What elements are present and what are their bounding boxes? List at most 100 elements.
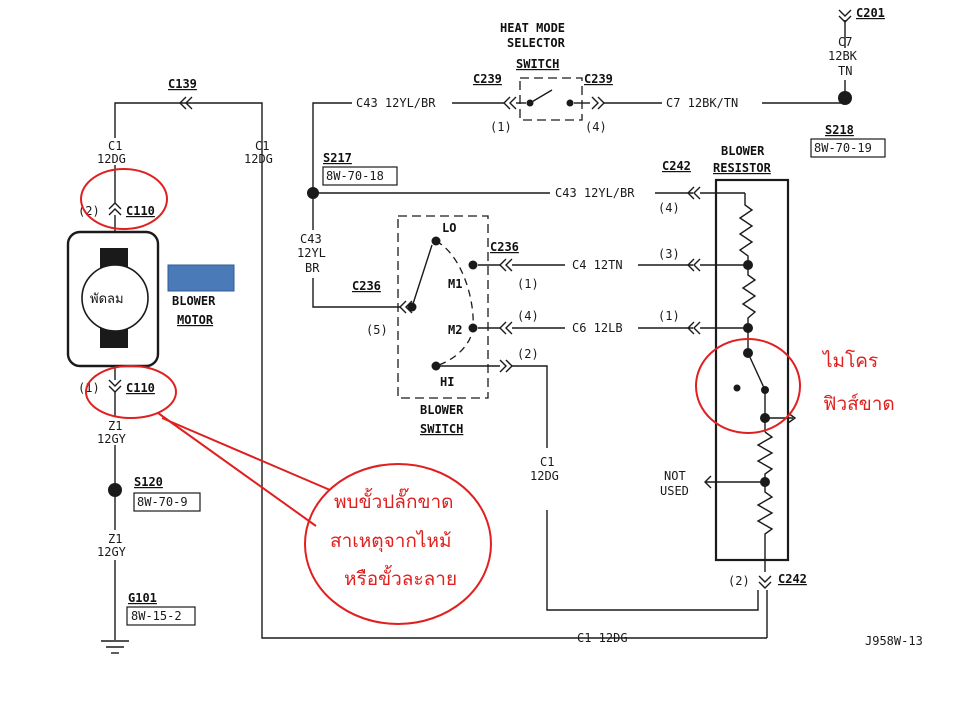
switch-pos-lo: LO: [442, 221, 456, 235]
blower-switch-wiper: [407, 236, 478, 371]
s120-splice-dot: [108, 483, 122, 497]
annotation-plug-2: สาเหตุจากไหม้: [330, 530, 452, 553]
c239-left-label: C239: [473, 72, 502, 86]
blower-switch-title-2: SWITCH: [420, 422, 463, 436]
ground-icon: [101, 640, 129, 654]
g101-label: G101: [128, 591, 157, 605]
pin-res-2: (2): [728, 574, 750, 588]
not-used-2: USED: [660, 484, 689, 498]
wire-c7-top: C7 12BK/TN: [666, 96, 738, 110]
c239-right-label: C239: [584, 72, 613, 86]
c236-left-label: C236: [352, 279, 381, 293]
s120-ref-box: [133, 492, 201, 512]
annotation-plug-3: หรือขั้วละลาย: [344, 565, 457, 590]
thermal-fuse-switch: [733, 352, 769, 418]
pin-motor-1: (1): [78, 381, 100, 395]
c110-bottom-label: C110: [126, 381, 155, 395]
wire-c43-up: [312, 102, 352, 195]
c139-label: C139: [168, 77, 197, 91]
heat-mode-title-2: SELECTOR: [507, 36, 566, 50]
highlight-micro-fuse: [695, 338, 801, 434]
res-node-3: [743, 260, 753, 270]
heat-mode-title-3: SWITCH: [516, 57, 559, 71]
res-node-fuse-out: [760, 413, 770, 423]
res-node-1: [743, 323, 753, 333]
blower-switch-title-1: BLOWER: [420, 403, 464, 417]
heat-mode-switch-contact: [516, 89, 590, 107]
s218-splice-dot: [838, 91, 852, 105]
pin-res-1: (1): [658, 309, 680, 323]
wire-c1-mid-b: 12DG: [244, 152, 273, 166]
pin-res-4: (4): [658, 201, 680, 215]
wire-c1-mid-a: C1: [255, 139, 269, 153]
switch-pos-m2: M2: [448, 323, 462, 337]
wire-z1-b1: Z1: [108, 532, 122, 546]
s217-ref: 8W-70-18: [326, 169, 384, 183]
c110-top-connector-icon: [108, 202, 122, 216]
wire-c1-left-b: 12DG: [97, 152, 126, 166]
blower-resistor-title-2: RESISTOR: [713, 161, 772, 175]
blower-motor-title-2: MOTOR: [177, 313, 214, 327]
blower-switch-box: [397, 215, 489, 399]
s217-ref-box: [322, 166, 398, 186]
c110-bottom-connector-icon: [108, 379, 122, 393]
highlight-c110-bottom: [85, 365, 177, 419]
pin-hm-4: (4): [585, 120, 607, 134]
blower-motor-title-1: BLOWER: [172, 294, 216, 308]
wire-c43-resistor: C43 12YL/BR: [555, 186, 635, 200]
wire-z1-a1: Z1: [108, 419, 122, 433]
pin-hm-1: (1): [490, 120, 512, 134]
c242-top-label: C242: [662, 159, 691, 173]
callout-pointer-upper: [161, 417, 331, 491]
wire-z1-a2: 12GY: [97, 432, 127, 446]
wire-c43-to-c236: [312, 278, 400, 308]
wire-c6: C6 12LB: [572, 321, 623, 335]
s120-label: S120: [134, 475, 163, 489]
wire-c7-vert-b: 12BK: [828, 49, 858, 63]
c239-left-connector-icon: [503, 96, 517, 110]
fan-label: พัดลม: [90, 292, 124, 307]
highlight-c110-top: [80, 168, 168, 230]
wire-c1-bottom: C1 12DG: [577, 631, 628, 645]
callout-pointer-lower: [157, 412, 317, 527]
wire-z1-b2: 12GY: [97, 545, 127, 559]
not-used-1: NOT: [664, 469, 686, 483]
s218-ref: 8W-70-19: [814, 141, 872, 155]
g101-ref-box: [126, 606, 196, 626]
pin-sw-5: (5): [366, 323, 388, 337]
annotation-micro-fuse-1: ไมโคร: [821, 349, 878, 372]
c236-top-label: C236: [490, 240, 519, 254]
blower-resistor-box: [714, 178, 790, 562]
c201-label: C201: [856, 6, 885, 20]
drawing-id: J958W-13: [865, 634, 923, 648]
wire-c1-left-a: C1: [108, 139, 122, 153]
wire-c43-vert-a: C43: [300, 232, 322, 246]
wire-c7-vert-c: TN: [838, 64, 852, 78]
wire-c7-vert-a: C7: [838, 35, 852, 49]
annotation-plug-1: พบขั้วปลั๊กขาด: [334, 488, 453, 513]
s218-label: S218: [825, 123, 854, 137]
pin-sw-4: (4): [517, 309, 539, 323]
c242-connectors: [687, 186, 772, 589]
g101-ref: 8W-15-2: [131, 609, 182, 623]
s218-ref-box: [810, 138, 886, 158]
c110-top-label: C110: [126, 204, 155, 218]
c201-connector-icon: [838, 9, 852, 23]
wire-c1-switch-to-c242: [546, 510, 759, 611]
wire-c1-switch-b: 12DG: [530, 469, 559, 483]
s120-ref: 8W-70-9: [137, 495, 188, 509]
res-node-fuse: [743, 348, 753, 358]
pin-sw-2: (2): [517, 347, 539, 361]
s217-splice-dot: [307, 187, 319, 199]
switch-pos-hi: HI: [440, 375, 454, 389]
c139-connector-icon: [179, 96, 193, 110]
s217-label: S217: [323, 151, 352, 165]
switch-pos-m1: M1: [448, 277, 462, 291]
label-cover-patch: [167, 264, 235, 292]
wire-c4: C4 12TN: [572, 258, 623, 272]
heat-mode-title-1: HEAT MODE: [500, 21, 565, 35]
c239-right-connector-icon: [591, 96, 605, 110]
pin-res-3: (3): [658, 247, 680, 261]
